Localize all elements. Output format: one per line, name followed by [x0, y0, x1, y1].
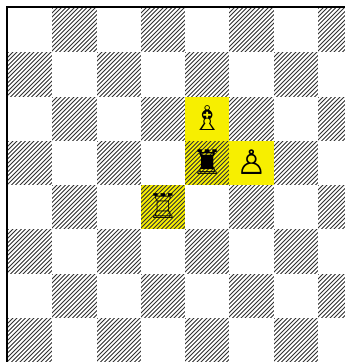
square-d3[interactable]: [141, 229, 185, 273]
square-a6[interactable]: [8, 97, 52, 141]
square-e7[interactable]: [185, 52, 229, 96]
square-f2[interactable]: [229, 274, 273, 318]
square-c4[interactable]: [97, 185, 141, 229]
square-g8[interactable]: [274, 8, 318, 52]
square-e3[interactable]: [185, 229, 229, 273]
square-b7[interactable]: [52, 52, 96, 96]
square-g4[interactable]: [274, 185, 318, 229]
square-d7[interactable]: [141, 52, 185, 96]
square-c2[interactable]: [97, 274, 141, 318]
chess-board: ♗♜♙ ♖: [6, 6, 345, 362]
square-b8[interactable]: [52, 8, 96, 52]
square-e6[interactable]: ♗: [185, 97, 229, 141]
square-c5[interactable]: [97, 141, 141, 185]
square-b3[interactable]: [52, 229, 96, 273]
square-f5[interactable]: ♙: [229, 141, 273, 185]
square-e2[interactable]: [185, 274, 229, 318]
square-a5[interactable]: [8, 141, 52, 185]
square-e5[interactable]: ♜: [185, 141, 229, 185]
square-a3[interactable]: [8, 229, 52, 273]
square-b4[interactable]: [52, 185, 96, 229]
square-d8[interactable]: [141, 8, 185, 52]
square-d2[interactable]: [141, 274, 185, 318]
square-a4[interactable]: [8, 185, 52, 229]
square-a1[interactable]: [8, 318, 52, 362]
square-g3[interactable]: [274, 229, 318, 273]
square-d1[interactable]: [141, 318, 185, 362]
square-f3[interactable]: [229, 229, 273, 273]
square-d4[interactable]: ♖: [141, 185, 185, 229]
square-h5[interactable]: [318, 141, 345, 185]
square-e8[interactable]: [185, 8, 229, 52]
square-d5[interactable]: [141, 141, 185, 185]
square-b6[interactable]: [52, 97, 96, 141]
square-a2[interactable]: [8, 274, 52, 318]
square-g2[interactable]: [274, 274, 318, 318]
white-rook-piece[interactable]: ♖: [141, 185, 185, 229]
square-h6[interactable]: [318, 97, 345, 141]
square-c8[interactable]: [97, 8, 141, 52]
square-f4[interactable]: [229, 185, 273, 229]
white-bishop-piece[interactable]: ♗: [185, 97, 229, 141]
square-e1[interactable]: [185, 318, 229, 362]
square-g7[interactable]: [274, 52, 318, 96]
square-f6[interactable]: [229, 97, 273, 141]
square-c1[interactable]: [97, 318, 141, 362]
square-f7[interactable]: [229, 52, 273, 96]
square-g1[interactable]: [274, 318, 318, 362]
square-f8[interactable]: [229, 8, 273, 52]
square-d6[interactable]: [141, 97, 185, 141]
white-pawn-piece[interactable]: ♙: [229, 141, 273, 185]
square-g6[interactable]: [274, 97, 318, 141]
square-b1[interactable]: [52, 318, 96, 362]
square-a8[interactable]: [8, 8, 52, 52]
black-rook-piece[interactable]: ♜: [185, 141, 229, 185]
square-b5[interactable]: [52, 141, 96, 185]
square-g5[interactable]: [274, 141, 318, 185]
square-h7[interactable]: [318, 52, 345, 96]
square-c3[interactable]: [97, 229, 141, 273]
square-h3[interactable]: [318, 229, 345, 273]
square-h4[interactable]: [318, 185, 345, 229]
square-a7[interactable]: [8, 52, 52, 96]
square-f1[interactable]: [229, 318, 273, 362]
square-h1[interactable]: [318, 318, 345, 362]
square-b2[interactable]: [52, 274, 96, 318]
square-h8[interactable]: [318, 8, 345, 52]
square-e4[interactable]: [185, 185, 229, 229]
square-c7[interactable]: [97, 52, 141, 96]
square-h2[interactable]: [318, 274, 345, 318]
square-c6[interactable]: [97, 97, 141, 141]
